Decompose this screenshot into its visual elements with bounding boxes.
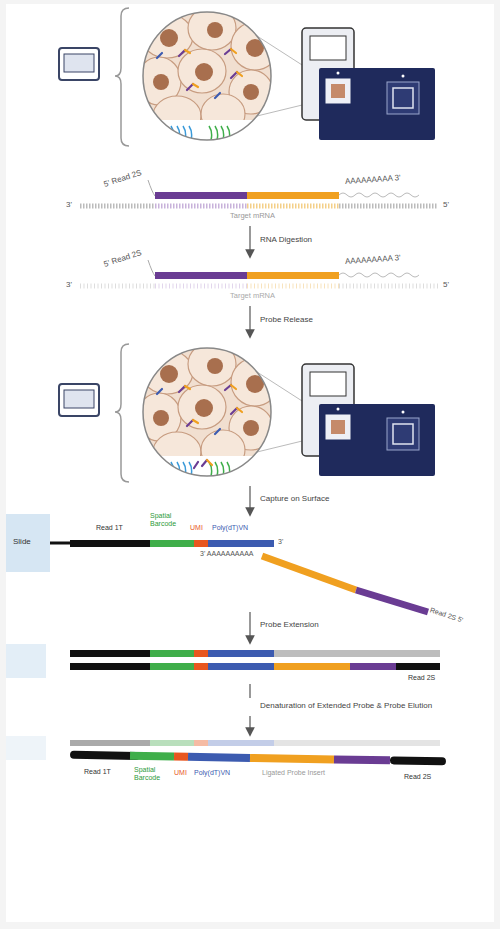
- step-label: Probe Extension: [260, 620, 319, 629]
- end-label: 5': [443, 200, 449, 209]
- step-label: Denaturation of Extended Probe & Probe E…: [260, 701, 432, 710]
- segment-label: Read 1T: [84, 768, 111, 776]
- polya-label: 3' AAAAAAAAAA: [200, 550, 253, 558]
- segment-label: Spatial Barcode: [150, 512, 184, 528]
- segment-label: Poly(dT)VN: [194, 769, 230, 777]
- segment-label: Poly(dT)VN: [212, 524, 248, 532]
- segment-label: Read 2S: [404, 773, 431, 781]
- step-label: Probe Release: [260, 315, 313, 324]
- segment-label: UMI: [190, 524, 203, 532]
- adaptor-label: 5' Read 2S: [103, 248, 143, 269]
- mrna-label: Target mRNA: [230, 212, 275, 221]
- slide-label: Slide: [13, 537, 31, 546]
- step-label: Capture on Surface: [260, 494, 329, 503]
- end-label: 3': [66, 280, 72, 289]
- segment-label: Read 2S: [408, 674, 435, 682]
- segment-label: Ligated Probe Insert: [262, 769, 325, 777]
- end-label: 3': [66, 200, 72, 209]
- adaptor-label: 5' Read 2S: [103, 168, 143, 189]
- segment-label: Read 1T: [96, 524, 123, 532]
- segment-label: UMI: [174, 769, 187, 777]
- end-label: 5': [443, 280, 449, 289]
- end-label: 3': [278, 538, 283, 546]
- polya-label: AAAAAAAAA 3': [345, 253, 401, 266]
- step-label: RNA Digestion: [260, 235, 312, 244]
- adaptor-label: Read 2S 5': [429, 606, 464, 624]
- polya-label: AAAAAAAAA 3': [345, 173, 401, 186]
- mrna-label: Target mRNA: [230, 292, 275, 301]
- segment-label: Spatial Barcode: [134, 766, 168, 782]
